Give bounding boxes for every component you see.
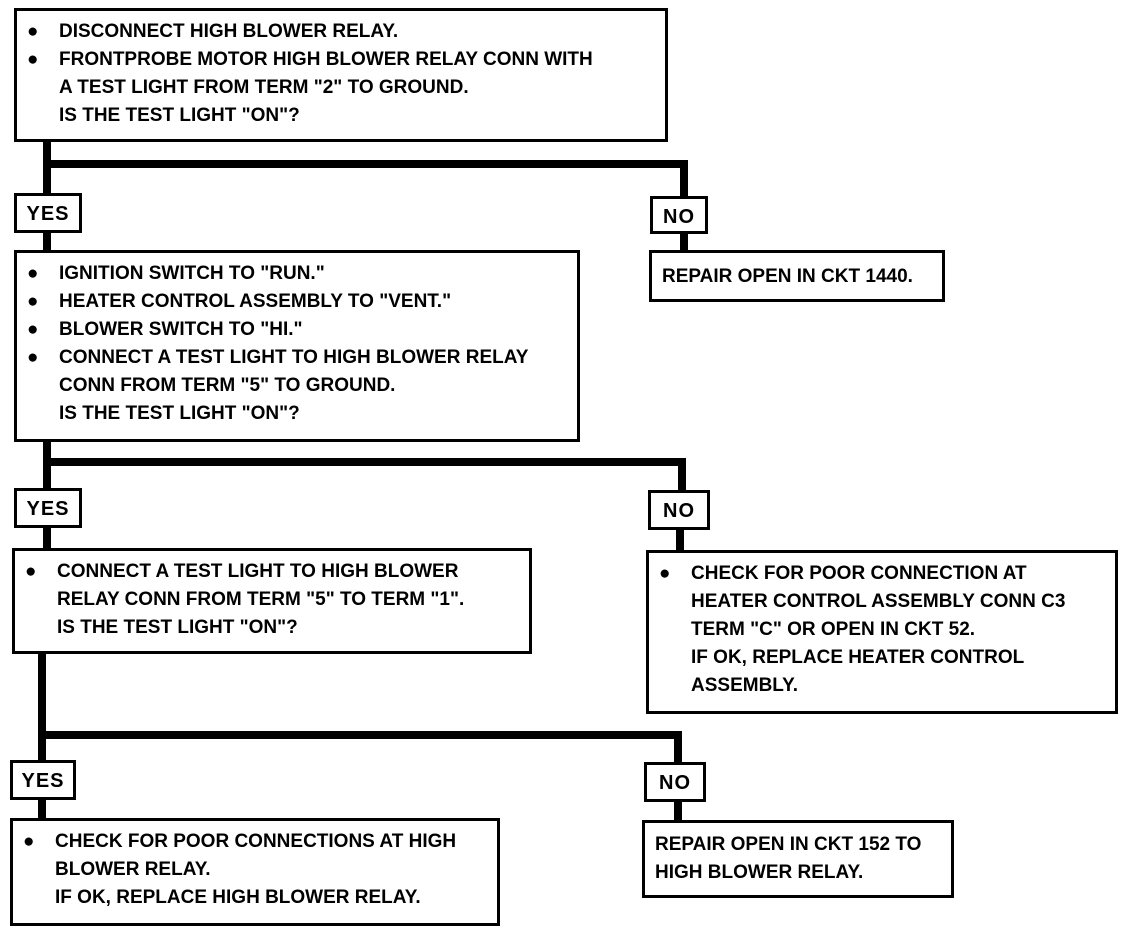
q3-no-result-line: REPAIR OPEN IN CKT 152 TO [655,834,922,855]
q1-line: ● DISCONNECT HIGH BLOWER RELAY. [27,18,655,46]
q3-question: IS THE TEST LIGHT "ON"? [57,617,298,638]
q3-no-result-box: REPAIR OPEN IN CKT 152 TO HIGH BLOWER RE… [642,820,954,898]
bullet-icon: ● [27,49,39,70]
q3-line: ● CONNECT A TEST LIGHT TO HIGH BLOWER [25,558,519,586]
q2-no-result-line: HEATER CONTROL ASSEMBLY CONN C3 [691,591,1066,612]
q1-yes-label: YES [14,193,82,233]
q2-no-result-line: ● CHECK FOR POOR CONNECTION AT [659,560,1105,588]
q1-question: IS THE TEST LIGHT "ON"? [59,105,300,126]
bullet-icon: ● [27,21,39,42]
q3-line: RELAY CONN FROM TERM "5" TO TERM "1". [57,589,465,610]
bullet-icon: ● [23,831,35,852]
q2-no-result-box: ● CHECK FOR POOR CONNECTION AT HEATER CO… [646,550,1118,714]
bullet-icon: ● [27,291,39,312]
q3-yes-result-line: ● CHECK FOR POOR CONNECTIONS AT HIGH [23,828,487,856]
bullet-icon: ● [27,347,39,368]
q2-line: ● HEATER CONTROL ASSEMBLY TO "VENT." [27,288,567,316]
q2-no-label: NO [648,490,710,530]
q2-no-result-line: ASSEMBLY. [691,675,798,696]
q2-question: IS THE TEST LIGHT "ON"? [59,403,300,424]
q2-line: ● CONNECT A TEST LIGHT TO HIGH BLOWER RE… [27,344,567,372]
q3-no-result-line: HIGH BLOWER RELAY. [655,862,864,883]
q2-line: CONN FROM TERM "5" TO GROUND. [59,375,396,396]
bullet-icon: ● [25,561,37,582]
q2-no-result-line: IF OK, REPLACE HEATER CONTROL [691,647,1025,668]
q2-line: ● BLOWER SWITCH TO "HI." [27,316,567,344]
q1-no-result-text: REPAIR OPEN IN CKT 1440. [662,266,913,287]
q2-step-box: ● IGNITION SWITCH TO "RUN." ● HEATER CON… [14,250,580,442]
q1-no-label: NO [650,196,708,234]
q3-yes-result-box: ● CHECK FOR POOR CONNECTIONS AT HIGH BLO… [10,818,500,926]
bullet-icon: ● [27,319,39,340]
q2-line: ● IGNITION SWITCH TO "RUN." [27,260,567,288]
q3-yes-label: YES [10,760,76,800]
q3-yes-result-line: IF OK, REPLACE HIGH BLOWER RELAY. [55,887,421,908]
bullet-icon: ● [27,263,39,284]
q1-step-box: ● DISCONNECT HIGH BLOWER RELAY. ● FRONTP… [14,8,668,142]
q2-yes-label: YES [14,488,82,528]
bullet-icon: ● [659,563,671,584]
q3-no-label: NO [644,762,706,802]
q1-line: A TEST LIGHT FROM TERM "2" TO GROUND. [59,77,469,98]
q3-step-box: ● CONNECT A TEST LIGHT TO HIGH BLOWER RE… [12,548,532,654]
q1-line: ● FRONTPROBE MOTOR HIGH BLOWER RELAY CON… [27,46,655,74]
q3-yes-result-line: BLOWER RELAY. [55,859,211,880]
q2-no-result-line: TERM "C" OR OPEN IN CKT 52. [691,619,976,640]
q1-no-result-box: REPAIR OPEN IN CKT 1440. [649,250,945,302]
